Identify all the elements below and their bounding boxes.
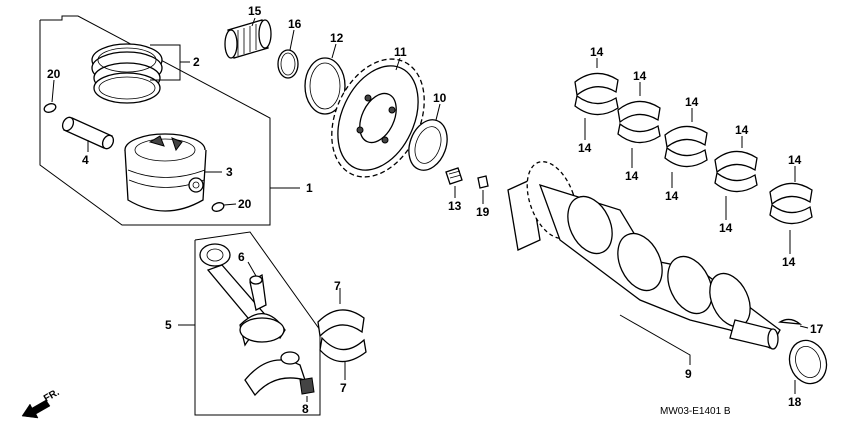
callout-12: 12 [330,31,344,45]
crankshaft [507,161,781,350]
callout-18: 18 [788,395,802,409]
callout-4: 4 [82,153,89,167]
callout-5: 5 [165,318,172,332]
callout-14-d: 14 [625,169,639,183]
main-bearing-3 [664,125,708,168]
piston-pin [61,116,115,150]
piston-group-outline [39,15,271,226]
callout-20-upper: 20 [47,67,61,81]
callout-14-i: 14 [788,153,802,167]
crank-end-bearing [788,339,828,385]
main-bearing-2 [617,100,661,144]
woodruff-key [777,318,803,325]
piston-pin-clip-upper [43,103,57,113]
leader-6 [247,261,257,277]
callout-1: 1 [306,181,313,195]
leader-11 [395,57,401,71]
leader-12 [331,43,337,59]
callout-14-c: 14 [633,69,647,83]
connecting-rod [199,243,286,347]
callout-15: 15 [248,4,262,18]
dowel-pin [477,175,489,189]
callout-20-lower: 20 [238,197,252,211]
snap-ring [277,49,299,79]
callout-14-f: 14 [665,189,679,203]
drawing-code: MW03-E1401 B [660,406,731,417]
callout-7-lower: 7 [340,381,347,395]
conrod-bolt [249,273,267,311]
piston [124,133,207,212]
callout-19: 19 [476,205,490,219]
main-bearing-5 [769,182,813,225]
callout-11: 11 [394,45,407,59]
main-bearing-4 [714,150,758,193]
callout-13: 13 [448,199,462,213]
callout-6: 6 [238,250,245,264]
conrod-nut [299,377,315,395]
front-direction-arrow: FR. [21,387,62,419]
callout-14-e: 14 [685,95,699,109]
callout-3: 3 [226,165,233,179]
leader-16 [289,29,295,51]
leader-10 [435,103,441,121]
callout-16: 16 [288,17,302,31]
thrust-washer [304,57,346,115]
callout-2: 2 [193,55,200,69]
piston-pin-clip-lower [211,202,225,212]
callout-14-b: 14 [578,141,592,155]
dowel-spring [445,167,463,185]
conrod-cap [244,351,306,397]
callout-14-g: 14 [735,123,749,137]
callout-17: 17 [810,322,824,336]
callout-14-j: 14 [782,255,796,269]
needle-bearing [224,19,272,59]
callout-7-upper: 7 [334,279,341,293]
callout-9: 9 [685,367,692,381]
oil-seal [408,119,448,171]
cam-chain-sprocket [331,58,425,178]
conrod-group-outline [194,231,321,416]
callout-14-a: 14 [590,45,604,59]
piston-rings [91,43,163,104]
leader-15 [251,17,256,27]
conrod-bearing-lower [319,336,367,363]
callout-14-h: 14 [719,221,733,235]
front-arrow-label: FR. [42,387,62,405]
leader-9 [619,314,691,365]
main-bearing-1 [574,72,619,116]
leader-17 [799,325,809,329]
callout-8: 8 [302,402,309,416]
conrod-bearing-upper [317,309,365,338]
callout-10: 10 [433,91,447,105]
